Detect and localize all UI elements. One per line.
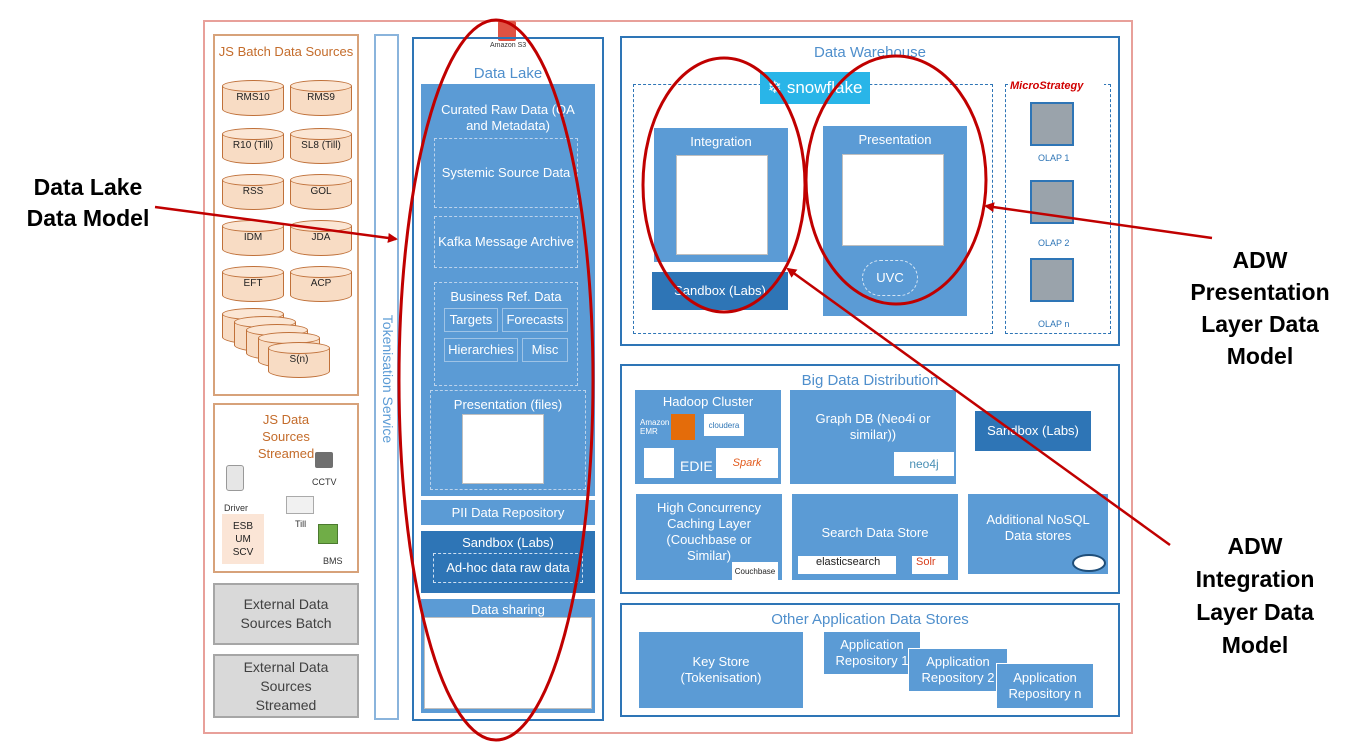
datasource-cylinder: SL8 (Till) <box>290 128 352 168</box>
streamed-sources-title: JS Data Sources Streamed <box>257 412 315 461</box>
neo4j-label: neo4j <box>909 457 939 471</box>
adw-presentation-callout: ADW Presentation Layer Data Model <box>1190 247 1330 369</box>
hadoop-cluster-title: Hadoop Cluster <box>662 394 754 409</box>
till-icon <box>286 496 314 514</box>
application-repository-1-box: Application Repository 1 <box>823 631 921 675</box>
datasource-cylinder: EFT <box>222 266 284 306</box>
dw-sandbox-box: Sandbox (Labs) <box>652 272 788 310</box>
microstrategy-logo: MicroStrategy <box>1010 80 1104 96</box>
external-batch-box: External Data Sources Batch <box>213 583 359 645</box>
datasource-cylinder: RSS <box>222 174 284 214</box>
forecasts-box: Forecasts <box>502 308 568 332</box>
olap-cube-icon <box>1030 102 1074 146</box>
elasticsearch-label: elasticsearch <box>816 556 881 568</box>
edie-label: EDIE <box>680 458 713 474</box>
datasource-cylinder: S(n) <box>268 342 330 382</box>
data-lake-model-callout: Data Lake Data Model <box>26 174 150 231</box>
emr-icon <box>671 414 695 440</box>
cctv-icon <box>315 452 333 468</box>
cctv-label: CCTV <box>312 477 337 487</box>
application-repository-2-box: Application Repository 2 <box>908 648 1008 692</box>
data-warehouse-title: Data Warehouse <box>813 44 926 61</box>
other-app-panel: Other Application Data Stores <box>620 603 1120 717</box>
hierarchies-box: Hierarchies <box>444 338 518 362</box>
olap-2-label: OLAP 2 <box>1038 238 1070 248</box>
esb-um-scv-box: ESB UM SCV <box>222 514 264 564</box>
elasticsearch-logo: elasticsearch <box>798 556 896 574</box>
tokenisation-service-label: Tokenisation Service <box>380 314 396 444</box>
batch-sources-title: JS Batch Data Sources <box>218 44 354 59</box>
data-lake-title: Data Lake <box>473 65 543 82</box>
misc-box: Misc <box>522 338 568 362</box>
business-ref-data-box: Business Ref. Data <box>434 282 578 386</box>
data-sharing-title: Data sharing <box>471 602 545 617</box>
other-app-title: Other Application Data Stores <box>771 611 969 628</box>
couchbase-logo: Couchbase <box>732 562 778 580</box>
snowflake-logo: ❄ snowflake <box>760 72 870 104</box>
olap-n-label: OLAP n <box>1038 319 1070 329</box>
application-repository-n-box: Application Repository n <box>996 663 1094 709</box>
integration-erd-thumbnail <box>676 155 768 255</box>
presentation-files-erd-thumbnail <box>462 414 544 484</box>
datasource-cylinder: ACP <box>290 266 352 306</box>
olap-cube-icon <box>1030 180 1074 224</box>
solr-logo: Solr <box>912 556 948 574</box>
cloudera-logo: cloudera <box>704 414 744 436</box>
cloudera-square-logo <box>644 448 674 478</box>
external-streamed-box: External Data Sources Streamed <box>213 654 359 718</box>
snowflake-label: snowflake <box>786 78 863 97</box>
key-store-box: Key Store (Tokenisation) <box>639 632 803 708</box>
business-ref-data-title: Business Ref. Data <box>450 289 562 304</box>
datasource-cylinder: RMS10 <box>222 80 284 120</box>
datasource-cylinder: R10 (Till) <box>222 128 284 168</box>
couchbase-label: Couchbase <box>734 566 776 576</box>
streamed-sources-panel: JS Data Sources Streamed <box>213 403 359 573</box>
integration-title: Integration <box>690 134 752 149</box>
presentation-erd-thumbnail <box>842 154 944 246</box>
olap-1-label: OLAP 1 <box>1038 153 1070 163</box>
presentation-title: Presentation <box>858 132 932 147</box>
datasource-cylinder: IDM <box>222 220 284 260</box>
datasource-cylinder: RMS9 <box>290 80 352 120</box>
kafka-message-archive-box: Kafka Message Archive <box>434 216 578 268</box>
pii-data-repository-box: PII Data Repository <box>421 500 595 525</box>
solr-label: Solr <box>916 556 936 568</box>
spark-logo: Spark <box>716 448 778 478</box>
adhoc-raw-data-box: Ad-hoc data raw data <box>433 553 583 583</box>
driver-label: Driver <box>224 503 248 513</box>
targets-box: Targets <box>444 308 498 332</box>
bms-label: BMS <box>323 556 343 566</box>
till-label: Till <box>295 519 307 529</box>
systemic-source-data-box: Systemic Source Data <box>434 138 578 208</box>
big-data-title: Big Data Distribution <box>801 372 939 389</box>
bigdata-sandbox-box: Sandbox (Labs) <box>975 411 1091 451</box>
amazon-emr-label: Amazon EMR <box>640 418 670 436</box>
snowflake-icon: ❄ <box>767 78 782 97</box>
datasource-cylinder: JDA <box>290 220 352 260</box>
olap-cube-icon <box>1030 258 1074 302</box>
bms-icon <box>318 524 338 544</box>
adw-integration-callout: ADW Integration Layer Data Model <box>1195 533 1315 658</box>
data-lake-sandbox-title: Sandbox (Labs) <box>462 535 554 550</box>
presentation-files-title: Presentation (files) <box>453 397 563 412</box>
datasource-cylinder: GOL <box>290 174 352 214</box>
curated-raw-data-title: Curated Raw Data (QA and Metadata) <box>441 102 575 133</box>
eye-icon <box>1072 554 1106 572</box>
uvc-box: UVC <box>862 260 918 296</box>
driver-icon <box>226 465 244 491</box>
neo4j-logo: neo4j <box>894 452 954 476</box>
data-sharing-diagram-thumbnail <box>424 617 592 709</box>
